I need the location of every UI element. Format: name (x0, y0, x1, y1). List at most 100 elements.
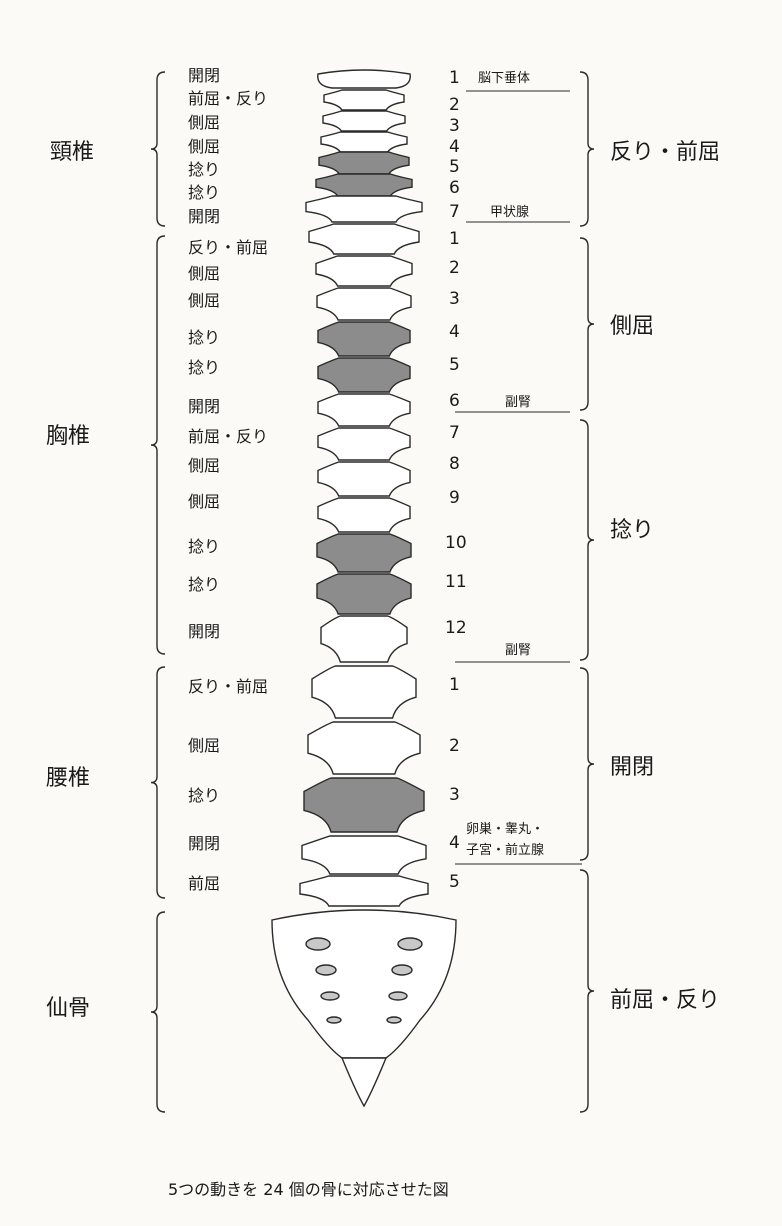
vertebra-number: 7 (449, 204, 460, 221)
vertebra-number: 5 (449, 874, 460, 891)
lumbar-left-brace (151, 667, 165, 898)
cervical-move-label: 側屈 (188, 139, 220, 155)
vertebra-number: 9 (449, 490, 460, 507)
cervical-move-label: 捻り (188, 185, 220, 201)
thoracic-move-label: 開閉 (188, 624, 220, 640)
vertebra-number: 4 (449, 324, 460, 341)
thoracic-move-label: 捻り (188, 330, 220, 346)
lumbar-vertebra (304, 778, 424, 832)
lumbar-move-label: 反り・前屈 (188, 679, 268, 695)
thoracic-vertebra (317, 534, 411, 572)
organ-label-adrenal: 副腎 (505, 396, 531, 409)
group-label-bend-extend: 反り・前屈 (610, 142, 720, 164)
thoracic-vertebra (316, 256, 412, 286)
sacrum-bone (272, 910, 456, 1058)
organ-label-gonads: 卵巣・睾丸・ (466, 823, 544, 836)
vertebra-number: 2 (449, 97, 460, 114)
thoracic-vertebra (318, 358, 410, 392)
coccyx-bone (342, 1058, 386, 1106)
lumbar-vertebra (308, 722, 420, 774)
vertebra-number: 11 (445, 574, 467, 591)
thoracic-vertebra (318, 462, 410, 496)
lumbar-move-label: 捻り (188, 788, 220, 804)
thoracic-vertebra (318, 428, 410, 460)
thoracic-move-label: 前屈・反り (188, 429, 268, 445)
thoracic-vertebra (321, 616, 407, 662)
lumbar-move-label: 前屈 (188, 876, 220, 892)
thoracic-move-label: 側屈 (188, 266, 220, 282)
vertebra-number: 6 (449, 180, 460, 197)
sacral-foramen (389, 992, 407, 1000)
vertebra-number: 1 (449, 70, 460, 87)
lumbar-vertebra (302, 836, 426, 874)
thoracic-move-label: 捻り (188, 539, 220, 555)
group-label-side-bend: 側屈 (610, 316, 654, 338)
sacral-foramen (306, 938, 330, 950)
lumbar-vertebra (300, 876, 428, 906)
vertebra-number: 3 (449, 291, 460, 308)
vertebra-number: 12 (445, 620, 467, 637)
cervical-move-label: 前屈・反り (188, 91, 268, 107)
region-label-sacrum: 仙骨 (46, 998, 90, 1020)
vertebra-number: 1 (449, 231, 460, 248)
vertebra-number: 1 (449, 677, 460, 694)
group-label-open-close: 開閉 (610, 757, 654, 779)
thoracic-left-brace (151, 236, 165, 654)
thoracic-vertebra (317, 288, 411, 320)
group-label-twist: 捻り (610, 520, 654, 542)
atlas-vertebra (318, 70, 410, 88)
group-brace-bend-extend (580, 72, 594, 226)
organ-label-thyroid: 甲状腺 (490, 206, 529, 219)
vertebra-number: 2 (449, 738, 460, 755)
cervical-vertebra (306, 196, 422, 222)
sacral-foramen (398, 938, 422, 950)
organ-label-gonads: 子宮・前立腺 (466, 844, 544, 857)
group-brace-open-close (580, 668, 594, 860)
vertebra-number: 8 (449, 456, 460, 473)
group-brace-side-bend (580, 238, 594, 410)
organ-label-pituitary: 脳下垂体 (478, 72, 530, 85)
sacral-foramen (327, 1017, 341, 1023)
cervical-vertebra (316, 174, 412, 196)
lumbar-move-label: 側屈 (188, 738, 220, 754)
sacral-foramen (316, 965, 336, 975)
cervical-vertebra (324, 90, 404, 110)
vertebra-number: 7 (449, 425, 460, 442)
thoracic-vertebra (318, 322, 410, 356)
lumbar-vertebra (312, 666, 416, 718)
sacral-foramen (321, 992, 339, 1000)
cervical-vertebra (323, 111, 405, 131)
region-label-thoracic: 胸椎 (46, 426, 90, 448)
thoracic-vertebra (318, 498, 410, 532)
lumbar-move-label: 開閉 (188, 836, 220, 852)
cervical-move-label: 開閉 (188, 209, 220, 225)
vertebra-number: 10 (445, 535, 467, 552)
vertebra-number: 5 (449, 159, 460, 176)
group-brace-flex-extend (580, 870, 594, 1112)
region-label-cervical: 頸椎 (50, 142, 94, 164)
cervical-vertebra (319, 152, 409, 174)
vertebra-number: 4 (449, 139, 460, 156)
region-label-lumbar: 腰椎 (46, 768, 90, 790)
thoracic-move-label: 捻り (188, 360, 220, 376)
thoracic-move-label: 側屈 (188, 458, 220, 474)
vertebra-number: 4 (449, 835, 460, 852)
vertebra-number: 6 (449, 393, 460, 410)
group-label-flex-extend: 前屈・反り (610, 990, 720, 1012)
thoracic-move-label: 開閉 (188, 399, 220, 415)
thoracic-vertebra (309, 224, 419, 254)
vertebra-number: 2 (449, 260, 460, 277)
thoracic-move-label: 捻り (188, 577, 220, 593)
vertebra-number: 5 (449, 357, 460, 374)
vertebra-number: 3 (449, 118, 460, 135)
thoracic-move-label: 側屈 (188, 494, 220, 510)
thoracic-move-label: 側屈 (188, 293, 220, 309)
group-brace-twist (580, 420, 594, 660)
vertebra-number: 3 (449, 787, 460, 804)
thoracic-vertebra (317, 574, 411, 614)
cervical-move-label: 側屈 (188, 115, 220, 131)
thoracic-move-label: 反り・前屈 (188, 240, 268, 256)
sacral-foramen (392, 965, 412, 975)
